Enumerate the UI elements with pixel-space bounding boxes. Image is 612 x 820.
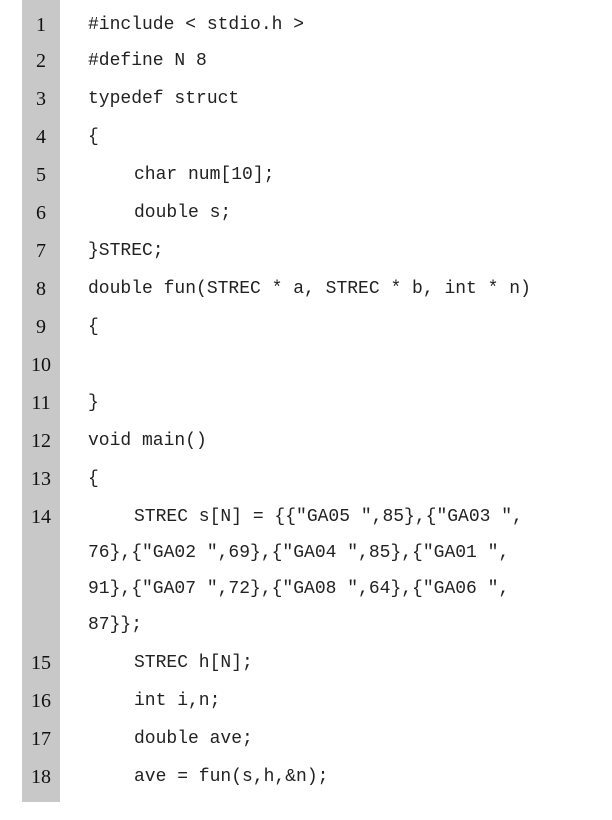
code-line: 1 #include < stdio.h > [0,8,612,42]
code-text: STREC s[N] = {{"GA05 ",85},{"GA03 ", [134,507,523,527]
code-line: 2 #define N 8 [0,44,612,78]
code-text: { [88,317,99,337]
line-number: 11 [31,392,51,414]
line-number: 9 [36,316,46,338]
line-number: 1 [36,14,46,36]
code-text: void main() [88,431,207,451]
code-line: 5 char num[10]; [0,158,612,192]
code-line-wrapped: 14 STREC s[N] = {{"GA05 ",85},{"GA03 ", … [0,500,612,644]
line-number: 16 [31,690,51,712]
code-line: 3 typedef struct [0,82,612,116]
code-text: { [88,469,99,489]
code-text: int i,n; [134,691,221,711]
line-number: 17 [31,728,51,750]
line-number: 4 [36,126,46,148]
code-text: double ave; [134,729,253,749]
line-number: 12 [31,430,51,452]
code-line: 11 } [0,386,612,420]
code-text: char num[10]; [134,165,275,185]
code-text: { [88,127,99,147]
line-number: 8 [36,278,46,300]
code-line: 7 }STREC; [0,234,612,268]
code-line: 13 { [0,462,612,496]
code-text: double s; [134,203,232,223]
code-text: double fun(STREC * a, STREC * b, int * n… [88,279,531,299]
code-continuation: 91},{"GA07 ",72},{"GA08 ",64},{"GA06 ", [88,579,510,599]
code-continuation: 87}}; [88,615,143,635]
line-number: 3 [36,88,46,110]
code-line: 12 void main() [0,424,612,458]
code-continuation: 76},{"GA02 ",69},{"GA04 ",85},{"GA01 ", [88,543,510,563]
line-number: 15 [31,652,51,674]
line-number: 13 [31,468,51,490]
line-number: 7 [36,240,46,262]
line-number-gutter [22,0,60,802]
line-number: 5 [36,164,46,186]
code-line: 15 STREC h[N]; [0,646,612,680]
code-line: 10 [0,348,612,382]
line-number: 2 [36,50,46,72]
code-text: #include < stdio.h > [88,15,305,35]
line-number: 18 [31,766,51,788]
line-number: 10 [31,354,51,376]
code-line: 16 int i,n; [0,684,612,718]
code-line: 4 { [0,120,612,154]
code-line: 8 double fun(STREC * a, STREC * b, int *… [0,272,612,306]
line-number: 6 [36,202,46,224]
code-line: 9 { [0,310,612,344]
code-line: 17 double ave; [0,722,612,756]
code-text: STREC h[N]; [134,653,253,673]
code-text: typedef struct [88,89,240,109]
code-line: 6 double s; [0,196,612,230]
line-number: 14 [31,506,51,528]
code-text: #define N 8 [88,51,207,71]
code-line: 18 ave = fun(s,h,&n); [0,760,612,794]
code-text: }STREC; [88,241,164,261]
code-text: ave = fun(s,h,&n); [134,767,329,787]
code-text: } [88,393,99,413]
